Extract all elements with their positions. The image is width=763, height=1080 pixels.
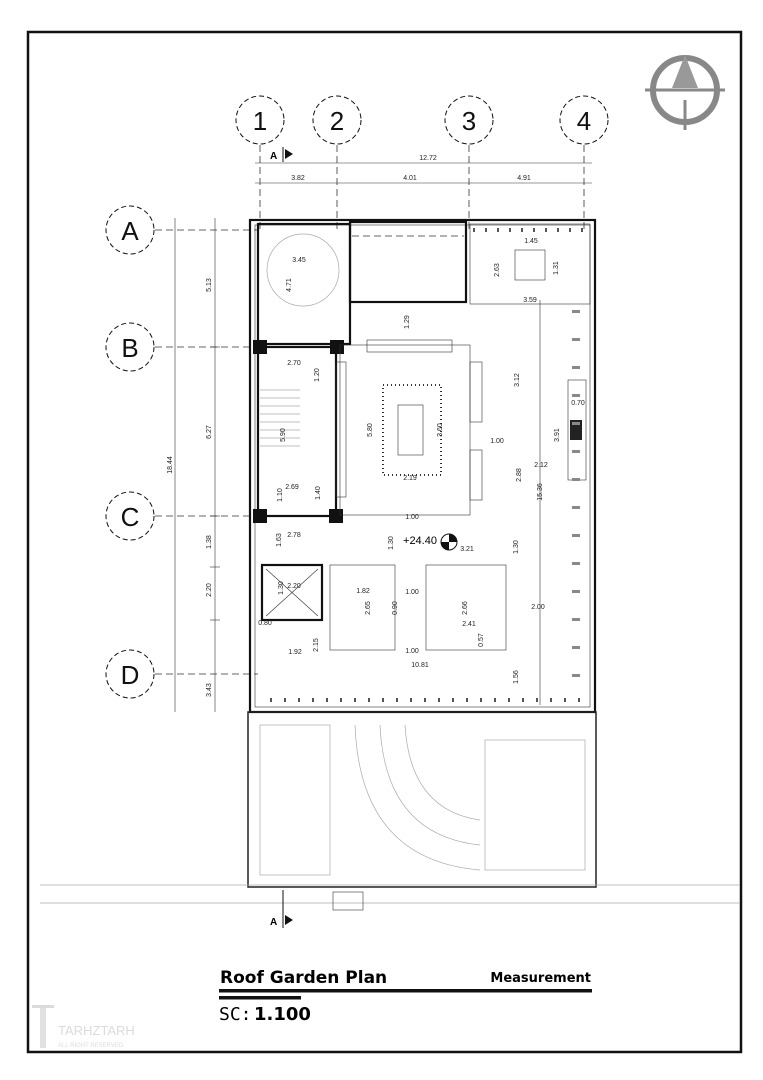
svg-text:2.15: 2.15 xyxy=(313,638,320,652)
svg-text:1.38: 1.38 xyxy=(206,535,213,549)
svg-text:4: 4 xyxy=(577,106,591,136)
grid-bubble-d: D xyxy=(105,649,155,699)
svg-text:ALL RIGHT RESERVED: ALL RIGHT RESERVED xyxy=(58,1043,124,1049)
stair-core xyxy=(253,340,344,622)
svg-text:1.10: 1.10 xyxy=(277,488,284,502)
svg-text:1.92: 1.92 xyxy=(288,649,302,656)
svg-text:TARHZTARH: TARHZTARH xyxy=(58,1023,135,1038)
svg-text:2.00: 2.00 xyxy=(531,604,545,611)
svg-text:A: A xyxy=(121,216,139,246)
svg-text:2.88: 2.88 xyxy=(516,468,523,482)
svg-text:5.13: 5.13 xyxy=(206,278,213,292)
svg-text:10.81: 10.81 xyxy=(411,662,429,669)
svg-text:1.30: 1.30 xyxy=(388,536,395,550)
svg-text:1.63: 1.63 xyxy=(276,533,283,547)
svg-text:A: A xyxy=(270,917,277,928)
grid-bubble-a: A xyxy=(105,205,155,255)
svg-text:0.90: 0.90 xyxy=(392,601,399,615)
svg-text:B: B xyxy=(121,333,138,363)
drawing-title: Roof Garden Plan xyxy=(220,968,387,988)
svg-text:3.12: 3.12 xyxy=(514,373,521,387)
svg-text:6.27: 6.27 xyxy=(206,425,213,439)
svg-text:1.56: 1.56 xyxy=(513,670,520,684)
svg-text:2.20: 2.20 xyxy=(287,583,301,590)
svg-text:D: D xyxy=(121,660,140,690)
drawing-subtitle: Measurement xyxy=(490,971,591,986)
svg-text:1: 1 xyxy=(253,106,267,136)
level-marker: +24.40 xyxy=(403,533,458,551)
svg-text:0.57: 0.57 xyxy=(478,633,485,647)
svg-text:1.45: 1.45 xyxy=(524,238,538,245)
grid-bubble-3: 3 xyxy=(444,95,494,145)
svg-text:1.30: 1.30 xyxy=(513,540,520,554)
grid-bubble-c: C xyxy=(105,491,155,541)
central-planter xyxy=(335,339,483,516)
svg-text:3.59: 3.59 xyxy=(523,297,537,304)
svg-text:2.12: 2.12 xyxy=(534,462,548,469)
section-marker-bottom: A xyxy=(270,890,293,928)
title-block: Roof Garden Plan Measurement SC: 1.100 xyxy=(219,968,592,1025)
svg-text:1.00: 1.00 xyxy=(405,648,419,655)
svg-text:18.44: 18.44 xyxy=(167,456,174,474)
svg-text:3.45: 3.45 xyxy=(292,257,306,264)
svg-text:2.41: 2.41 xyxy=(462,621,476,628)
grid-bubble-4: 4 xyxy=(559,95,609,145)
svg-text:3.82: 3.82 xyxy=(291,175,305,182)
scale-label: SC: xyxy=(219,1004,252,1025)
svg-text:3: 3 xyxy=(462,106,476,136)
svg-text:2.66: 2.66 xyxy=(462,601,469,615)
svg-text:12.72: 12.72 xyxy=(419,155,437,162)
svg-text:5.80: 5.80 xyxy=(367,423,374,437)
grid-lines xyxy=(155,145,585,675)
lower-floor-ghost xyxy=(40,711,740,911)
svg-text:A: A xyxy=(270,151,277,162)
svg-text:3.43: 3.43 xyxy=(206,683,213,697)
svg-text:4.71: 4.71 xyxy=(286,278,293,292)
dimension-labels: 12.72 3.82 4.01 4.91 3.45 4.71 1.45 2.63… xyxy=(167,155,585,697)
svg-text:+24.40: +24.40 xyxy=(403,535,437,547)
svg-text:1.40: 1.40 xyxy=(315,486,322,500)
svg-text:1.82: 1.82 xyxy=(356,588,370,595)
svg-text:0.70: 0.70 xyxy=(571,400,585,407)
svg-text:1.31: 1.31 xyxy=(553,261,560,275)
svg-text:15.36: 15.36 xyxy=(537,483,544,501)
svg-text:2: 2 xyxy=(330,106,344,136)
svg-text:2.63: 2.63 xyxy=(494,263,501,277)
svg-text:4.91: 4.91 xyxy=(517,175,531,182)
svg-text:3.91: 3.91 xyxy=(554,428,561,442)
grid-bubble-2: 2 xyxy=(312,95,362,145)
svg-text:1.30: 1.30 xyxy=(278,581,285,595)
svg-text:0.80: 0.80 xyxy=(258,620,272,627)
dimension-lines xyxy=(174,162,592,712)
svg-text:2.69: 2.69 xyxy=(285,484,299,491)
north-compass-icon xyxy=(645,55,725,130)
svg-text:C: C xyxy=(121,502,140,532)
drawing-frame xyxy=(26,30,743,1054)
svg-text:2.20: 2.20 xyxy=(206,583,213,597)
watermark-logo: TARHZTARH ALL RIGHT RESERVED xyxy=(32,1005,135,1049)
grid-bubble-b: B xyxy=(105,322,155,372)
grid-bubble-1: 1 xyxy=(235,95,285,145)
scale-value: 1.100 xyxy=(254,1004,311,1025)
svg-text:2.70: 2.70 xyxy=(287,360,301,367)
svg-text:5.90: 5.90 xyxy=(280,428,287,442)
svg-text:2.78: 2.78 xyxy=(287,532,301,539)
svg-text:1.00: 1.00 xyxy=(490,438,504,445)
svg-text:1.20: 1.20 xyxy=(314,368,321,382)
svg-text:1.29: 1.29 xyxy=(404,315,411,329)
svg-text:3.21: 3.21 xyxy=(460,546,474,553)
svg-text:2.19: 2.19 xyxy=(403,475,417,482)
section-marker-top: A xyxy=(270,147,293,162)
svg-text:3.60: 3.60 xyxy=(437,423,444,437)
svg-text:1.00: 1.00 xyxy=(405,514,419,521)
svg-text:1.00: 1.00 xyxy=(405,589,419,596)
svg-text:4.01: 4.01 xyxy=(403,175,417,182)
svg-text:2.65: 2.65 xyxy=(365,601,372,615)
